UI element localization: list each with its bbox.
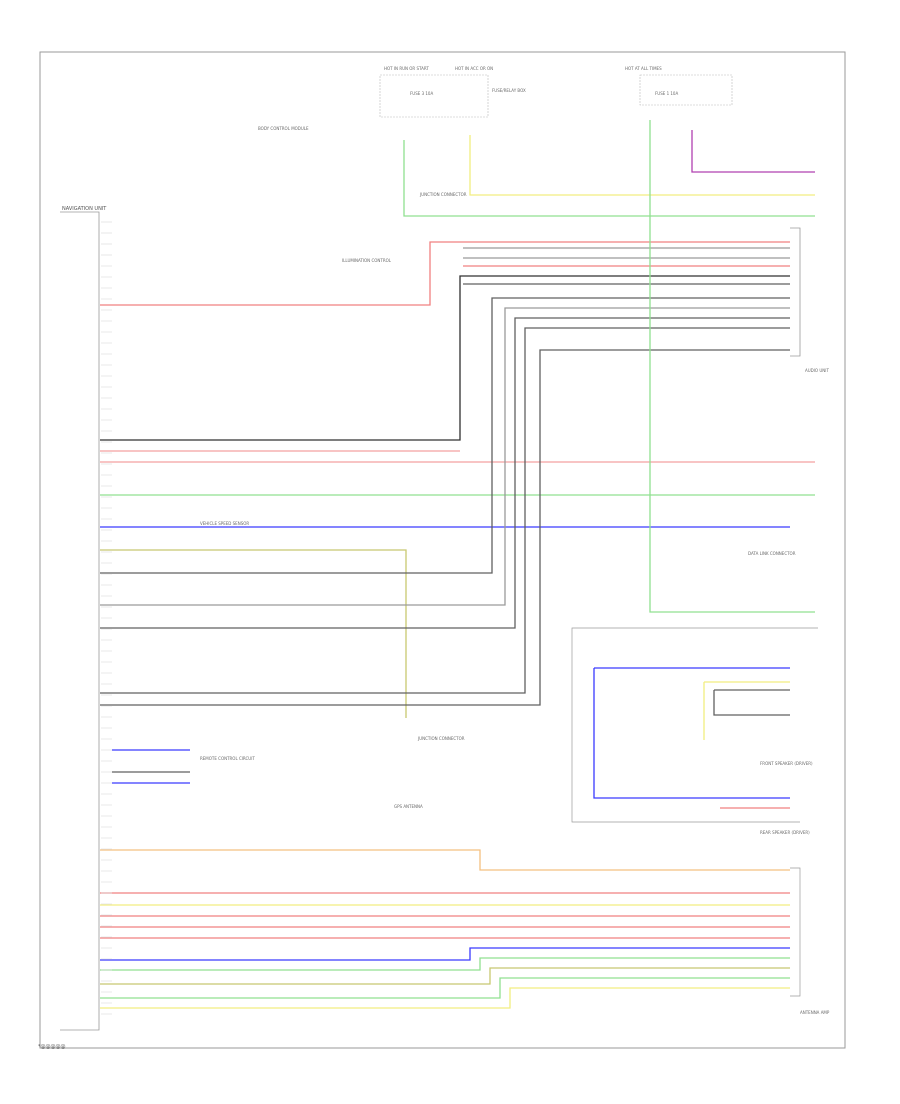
navigation-unit: NAVIGATION UNIT — [60, 206, 107, 1031]
relay-box-label: FUSE/RELAY BOX — [492, 88, 526, 93]
rear-speaker-label: REAR SPEAKER (DRIVER) — [760, 830, 810, 835]
wire-33 — [703, 681, 790, 740]
navigation-unit-label: NAVIGATION UNIT — [62, 206, 107, 212]
wire-27 — [100, 947, 790, 961]
hot-acc-label: HOT IN ACC OR ON — [455, 66, 493, 71]
gps-antenna-label: GPS ANTENNA — [394, 804, 423, 809]
bottom-connector — [790, 867, 801, 997]
fuse-block-left: HOT IN RUN OR START HOT IN ACC OR ON FUS… — [379, 66, 526, 118]
wire-18 — [403, 140, 815, 217]
wire-1 — [100, 241, 790, 306]
junction-left-label: JUNCTION CONNECTOR — [419, 192, 467, 197]
wire-21 — [100, 849, 790, 871]
wire-30 — [100, 977, 790, 999]
wire-9 — [100, 307, 790, 606]
audio-unit-label: AUDIO UNIT — [805, 368, 829, 373]
speaker-area-frame — [571, 627, 818, 823]
wire-34 — [713, 689, 790, 716]
fuse-left-label: FUSE 3 10A — [410, 91, 433, 96]
wire-32 — [593, 667, 790, 799]
fuse-right-label: FUSE 1 10A — [655, 91, 678, 96]
data-link-label: DATA LINK CONNECTOR — [748, 551, 796, 556]
wires — [100, 120, 815, 1009]
wire-28 — [100, 957, 790, 971]
fuse-block-right: HOT AT ALL TIMES FUSE 1 10A — [625, 66, 733, 106]
remote-circuit-label: REMOTE CONTROL CIRCUIT — [200, 756, 255, 761]
diagram-frame — [39, 51, 846, 1049]
wire-12 — [100, 349, 790, 706]
front-speaker-label: FRONT SPEAKER (DRIVER) — [760, 761, 813, 766]
pin-labels — [101, 221, 112, 1015]
wire-31 — [100, 987, 790, 1009]
corner-code: *@@@@@ — [38, 1044, 66, 1050]
wire-2 — [100, 275, 790, 441]
audio-unit-connector: AUDIO UNIT — [790, 227, 829, 373]
wire-11 — [100, 327, 790, 694]
wire-29 — [100, 967, 790, 985]
body-ecm-label: BODY CONTROL MODULE — [258, 126, 309, 131]
wire-10 — [100, 317, 790, 629]
vehicle-speed-label: VEHICLE SPEED SENSOR — [200, 521, 249, 526]
wire-7 — [100, 549, 407, 718]
illumination-label: ILLUMINATION CONTROL — [342, 258, 392, 263]
wire-8 — [100, 297, 790, 574]
antenna-amp-label: ANTENNA AMP — [800, 1010, 830, 1015]
wire-19 — [649, 120, 815, 613]
wire-17 — [469, 135, 815, 196]
hot-run-label: HOT IN RUN OR START — [384, 66, 429, 71]
junction-mid-label: JUNCTION CONNECTOR — [417, 736, 465, 741]
hot-all-label: HOT AT ALL TIMES — [625, 66, 662, 71]
wire-20 — [691, 130, 815, 173]
